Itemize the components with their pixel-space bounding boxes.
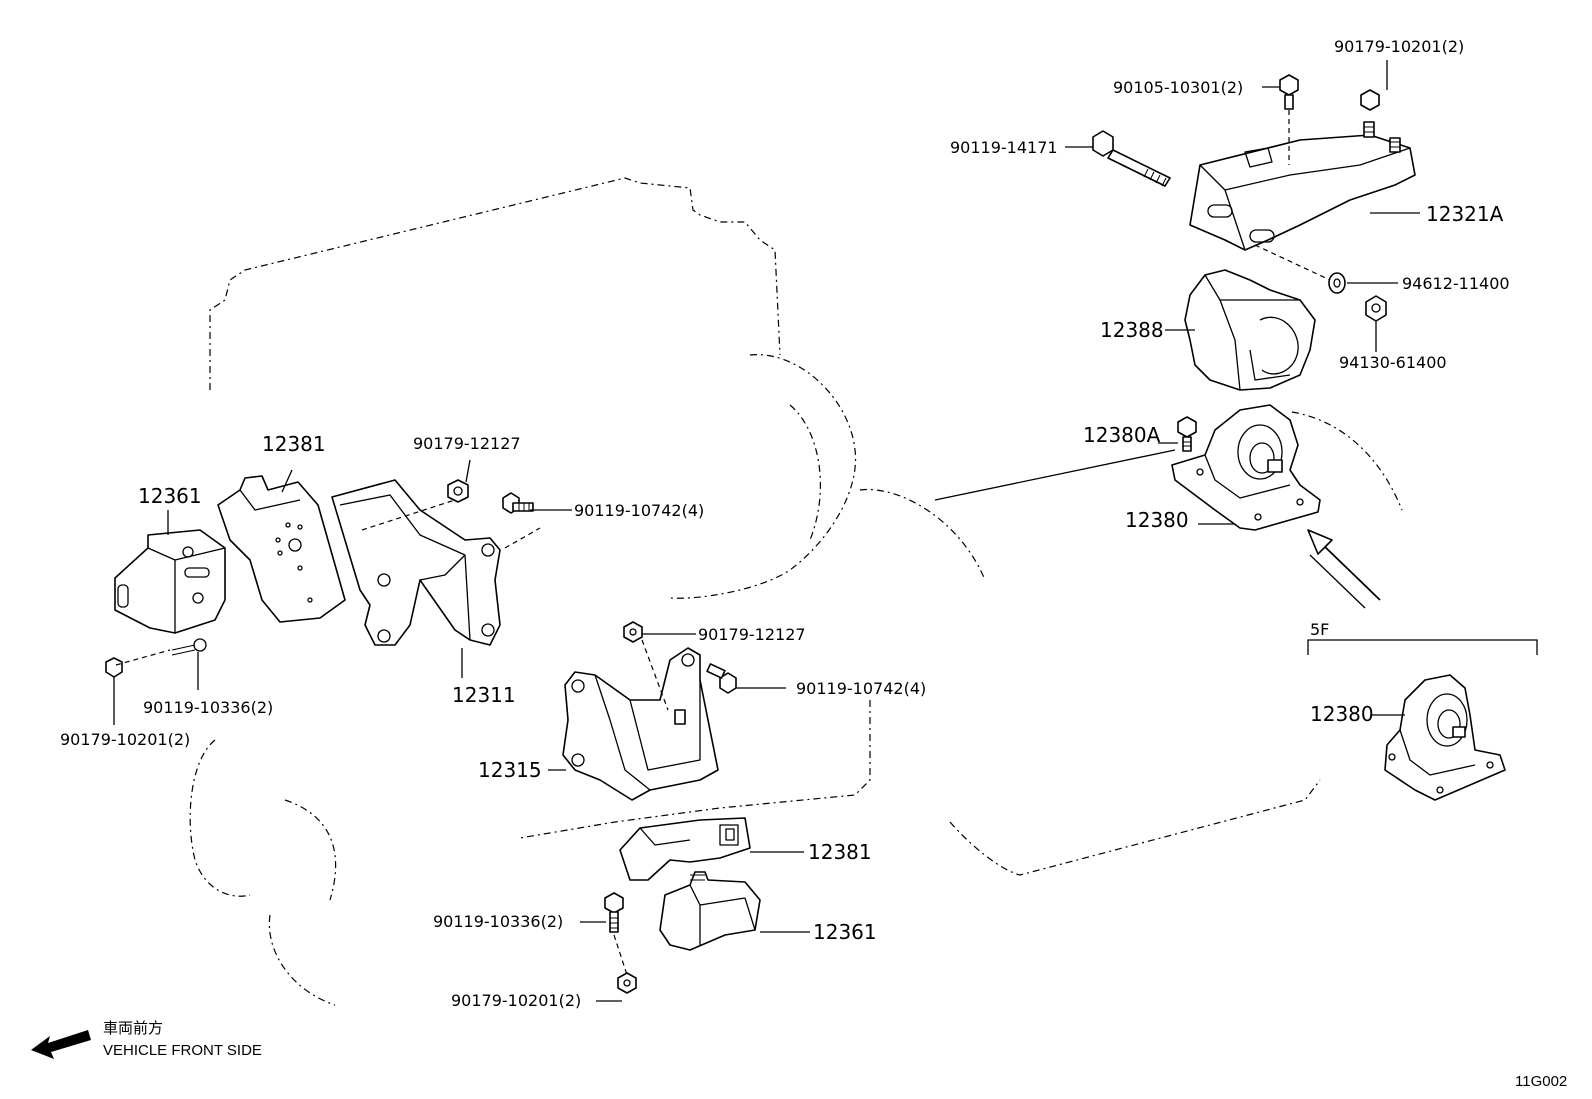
insulator-12361-bottom[interactable] bbox=[659, 871, 761, 951]
label-12361-bottom[interactable]: 12361 bbox=[813, 920, 877, 944]
leader-lines bbox=[113, 60, 1420, 1002]
label-12315[interactable]: 12315 bbox=[478, 758, 542, 782]
label-90179-12127-lower[interactable]: 90179-12127 bbox=[698, 625, 806, 644]
cover-12381-left[interactable] bbox=[217, 475, 346, 623]
nut-90179-10201-top[interactable] bbox=[1360, 89, 1401, 153]
label-90179-10201-top[interactable]: 90179-10201(2) bbox=[1334, 37, 1464, 56]
label-12380-main[interactable]: 12380 bbox=[1125, 508, 1189, 532]
label-90179-10201-left[interactable]: 90179-10201(2) bbox=[60, 730, 190, 749]
label-90119-10742-lower[interactable]: 90119-10742(4) bbox=[796, 679, 926, 698]
label-94612-11400[interactable]: 94612-11400 bbox=[1402, 274, 1510, 293]
bolt-90105-10301[interactable] bbox=[1279, 74, 1299, 165]
label-12321A[interactable]: 12321A bbox=[1426, 202, 1504, 226]
label-90119-10336-bottom[interactable]: 90119-10336(2) bbox=[433, 912, 563, 931]
nut-90179-10201-bottom[interactable] bbox=[617, 972, 637, 994]
front-label-en: VEHICLE FRONT SIDE bbox=[103, 1042, 262, 1059]
label-12361-left[interactable]: 12361 bbox=[138, 484, 202, 508]
engine-outline bbox=[189, 177, 1403, 1006]
nut-90179-12127-upper[interactable] bbox=[447, 479, 469, 503]
label-12380-5f[interactable]: 12380 bbox=[1310, 702, 1374, 726]
variant-5f-box bbox=[1307, 639, 1538, 655]
label-12381-bottom[interactable]: 12381 bbox=[808, 840, 872, 864]
bolt-12380A[interactable] bbox=[1177, 416, 1197, 452]
label-90119-14171[interactable]: 90119-14171 bbox=[950, 138, 1058, 157]
insulator-12361-left[interactable] bbox=[105, 529, 226, 678]
label-12311[interactable]: 12311 bbox=[452, 683, 516, 707]
label-94130-61400[interactable]: 94130-61400 bbox=[1339, 353, 1447, 372]
nut-90179-12127-lower[interactable] bbox=[623, 621, 643, 643]
view-arrow bbox=[1307, 529, 1381, 609]
label-90119-10336-left[interactable]: 90119-10336(2) bbox=[143, 698, 273, 717]
bolt-90119-10742-lower[interactable] bbox=[706, 663, 737, 694]
front-arrow-icon bbox=[31, 1030, 91, 1059]
label-90179-10201-bottom[interactable]: 90179-10201(2) bbox=[451, 991, 581, 1010]
bolt-90119-10742-upper[interactable] bbox=[502, 492, 534, 514]
label-variant-5f: 5F bbox=[1310, 620, 1329, 639]
label-90119-10742-upper[interactable]: 90119-10742(4) bbox=[574, 501, 704, 520]
bracket-12315[interactable] bbox=[562, 639, 719, 801]
bolt-90119-14171[interactable] bbox=[1092, 130, 1171, 187]
label-12381-left[interactable]: 12381 bbox=[262, 432, 326, 456]
mount-12380-main[interactable] bbox=[1171, 404, 1321, 531]
diagram-code: 11G002 bbox=[1515, 1073, 1567, 1090]
vehicle-front-indicator: 車両前方 VEHICLE FRONT SIDE bbox=[31, 1020, 262, 1059]
bracket-12321A[interactable] bbox=[1189, 134, 1416, 281]
washer-94612-11400[interactable] bbox=[1328, 272, 1346, 294]
stopper-12388[interactable] bbox=[1184, 269, 1316, 391]
label-12380A[interactable]: 12380A bbox=[1083, 423, 1161, 447]
cover-12381-bottom[interactable] bbox=[619, 817, 751, 881]
label-12388[interactable]: 12388 bbox=[1100, 318, 1164, 342]
label-90179-12127-upper[interactable]: 90179-12127 bbox=[413, 434, 521, 453]
bracket-12311[interactable] bbox=[331, 479, 541, 646]
label-90105-10301[interactable]: 90105-10301(2) bbox=[1113, 78, 1243, 97]
nut-94130-61400[interactable] bbox=[1365, 295, 1387, 322]
front-label-jp: 車両前方 bbox=[103, 1020, 163, 1037]
bolt-90119-10336-bottom[interactable] bbox=[604, 892, 629, 979]
mount-12380-5f[interactable] bbox=[1384, 674, 1506, 801]
part-labels: 12381 12361 90179-12127 90119-10742(4) 1… bbox=[60, 37, 1510, 1010]
